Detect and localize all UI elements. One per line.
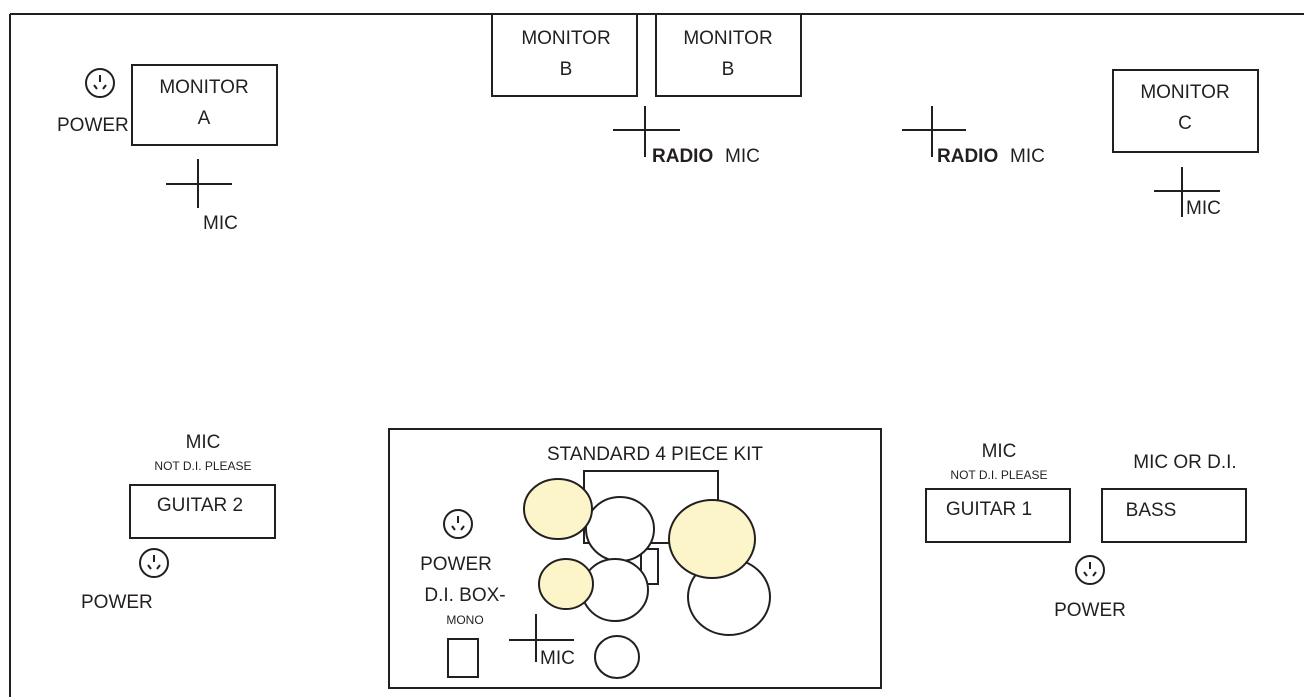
rack-tom xyxy=(585,496,655,562)
guitar2-not-di-label: NOT D.I. PLEASE xyxy=(154,459,251,473)
throne xyxy=(594,635,640,679)
kit-power-label: POWER xyxy=(420,554,492,575)
drum-kit xyxy=(523,470,771,679)
mono-label: MONO xyxy=(446,613,483,627)
guitar2-mic-label: MIC xyxy=(186,432,221,453)
monitor-b-left-label: MONITOR xyxy=(521,28,610,49)
monitor-c: MONITOR C xyxy=(1112,69,1259,153)
kit-mic-label: MIC xyxy=(540,648,575,669)
monitor-b-left-letter: B xyxy=(560,59,573,80)
monitor-b-right-label: MONITOR xyxy=(683,28,772,49)
mic-cross-icon xyxy=(902,106,966,157)
radio-label-1: RADIO xyxy=(652,146,713,167)
di-box xyxy=(447,638,479,678)
mic-cross-icon xyxy=(166,159,232,208)
power-label-bass: POWER xyxy=(1054,600,1126,621)
guitar1-mic-label: MIC xyxy=(982,441,1017,462)
power-label-guitar2: POWER xyxy=(81,592,153,613)
guitar2-label: GUITAR 2 xyxy=(157,495,243,516)
radio-mic-label-2: MIC xyxy=(1010,146,1045,167)
power-label-monitor-a: POWER xyxy=(57,115,129,136)
bass-label: BASS xyxy=(1126,500,1177,521)
di-box-label: D.I. BOX- xyxy=(424,585,505,606)
bass-mic-or-di-label: MIC OR D.I. xyxy=(1133,452,1236,473)
hi-hat-cymbal xyxy=(538,558,594,610)
power-outlet-icon xyxy=(139,548,169,578)
mic-label-monitor-c: MIC xyxy=(1186,198,1221,219)
monitor-a-letter: A xyxy=(198,108,211,129)
monitor-a: MONITOR A xyxy=(131,64,278,146)
monitor-c-letter: C xyxy=(1178,113,1192,134)
ride-cymbal xyxy=(668,499,756,579)
monitor-c-label: MONITOR xyxy=(1140,82,1229,103)
radio-label-2: RADIO xyxy=(937,146,998,167)
guitar1-label: GUITAR 1 xyxy=(946,499,1032,520)
kit-title: STANDARD 4 PIECE KIT xyxy=(547,444,763,465)
power-outlet-icon xyxy=(1075,555,1105,585)
mic-cross-icon xyxy=(613,106,680,157)
bass-amp: BASS xyxy=(1101,488,1247,543)
monitor-a-label: MONITOR xyxy=(159,77,248,98)
mic-label-monitor-a: MIC xyxy=(203,213,238,234)
monitor-b-right: MONITOR B xyxy=(655,13,802,97)
guitar1-not-di-label: NOT D.I. PLEASE xyxy=(950,468,1047,482)
mic-cross-icon xyxy=(1154,167,1220,217)
guitar-2-amp: GUITAR 2 xyxy=(129,484,276,539)
mic-cross-icon xyxy=(509,614,574,662)
guitar-1-amp: GUITAR 1 xyxy=(925,488,1071,543)
monitor-b-left: MONITOR B xyxy=(491,13,638,97)
crash-cymbal xyxy=(523,478,593,540)
radio-mic-label-1: MIC xyxy=(725,146,760,167)
monitor-b-right-letter: B xyxy=(722,59,735,80)
power-outlet-icon xyxy=(85,68,115,98)
